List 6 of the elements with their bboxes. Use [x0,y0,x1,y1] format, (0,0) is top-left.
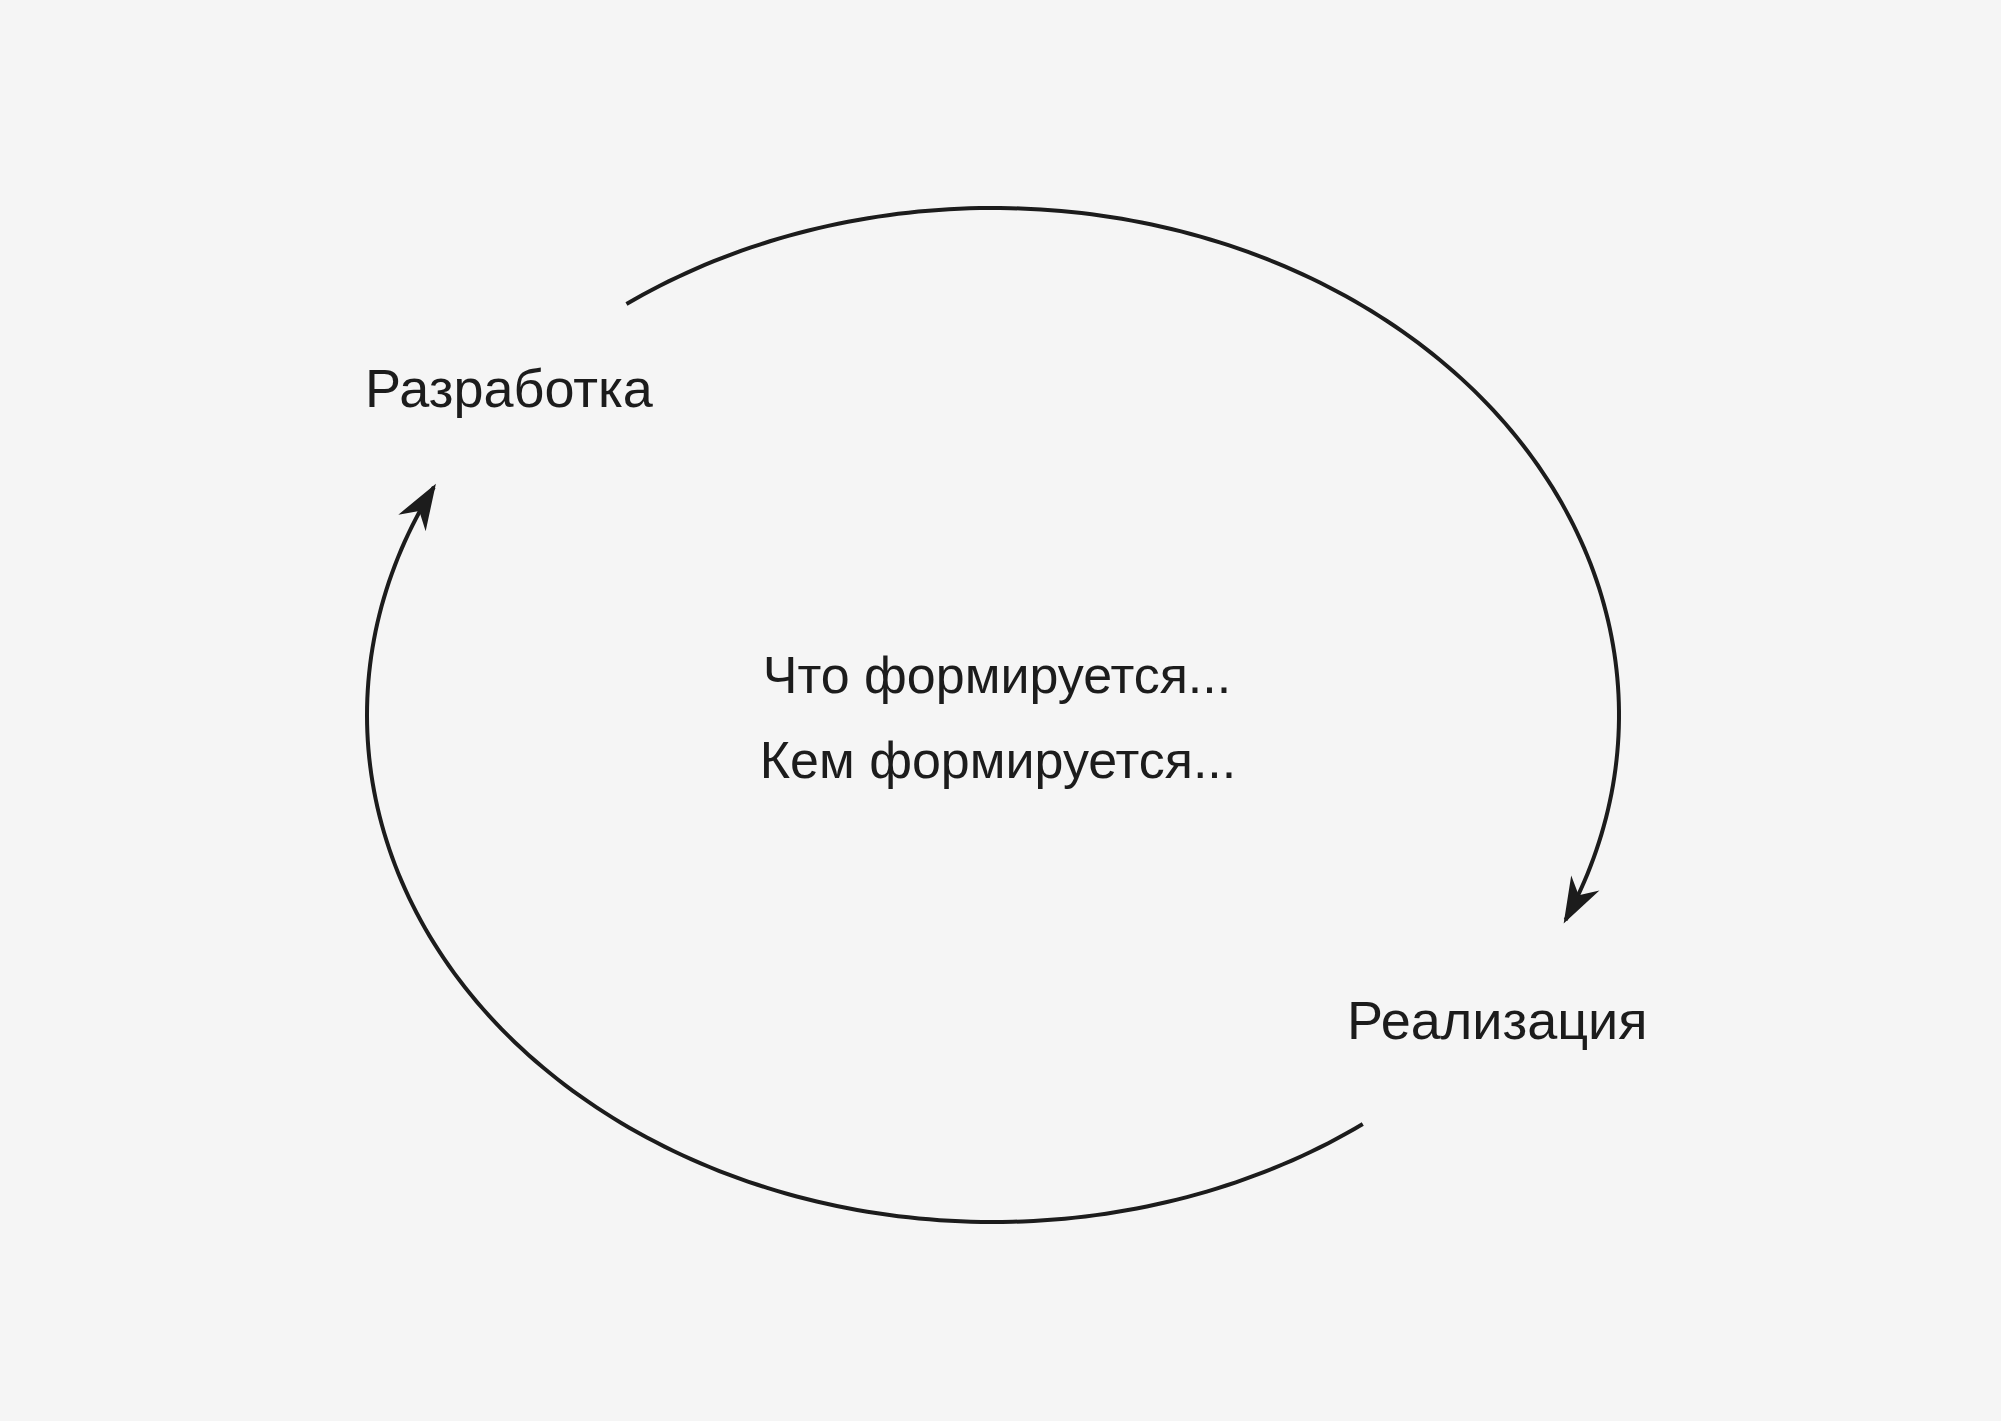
cycle-arrow [365,483,1364,1224]
stage-label: Разработка [365,357,653,420]
stage-label: Реализация [1347,989,1648,1052]
question-text: Что формируется... [762,646,1232,706]
question-text: Кем формируется... [759,731,1237,791]
cycle-arrow [625,206,1621,924]
